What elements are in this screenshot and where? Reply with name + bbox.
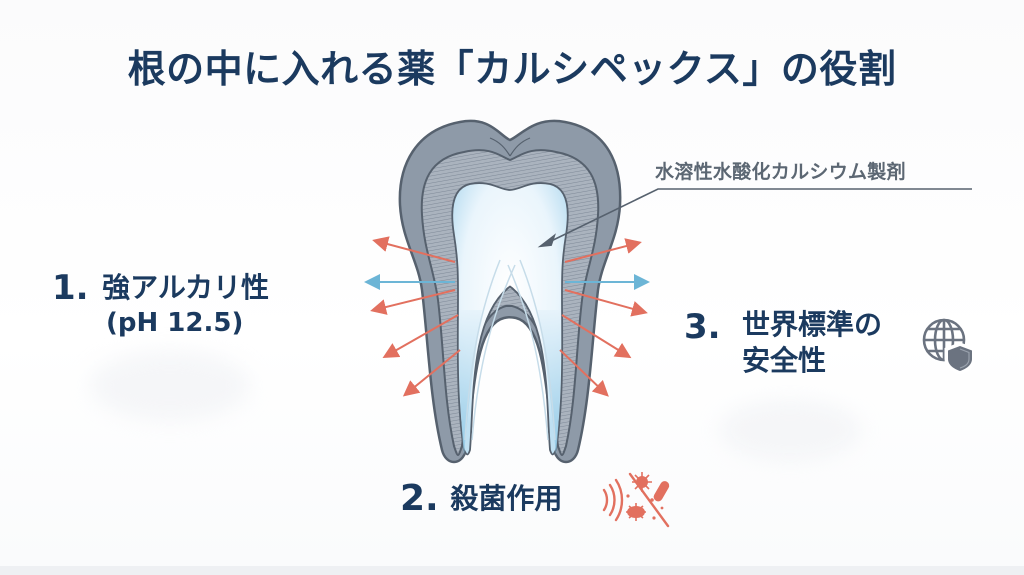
point-label-line2: 安全性: [742, 344, 827, 377]
diffusion-arrow: [561, 314, 632, 359]
diffusion-arrow: [564, 289, 648, 317]
background-smudge: [90, 350, 250, 420]
pulp-flow-lines: [464, 259, 556, 441]
point-label: 殺菌作用: [450, 481, 563, 515]
background-smudge: [720, 400, 860, 460]
diffusion-arrow: [402, 349, 461, 397]
point-label: 世界標準の 安全性: [742, 307, 882, 379]
page-title: 根の中に入れる薬「カルシペックス」の役割: [127, 47, 897, 91]
point-sublabel-ph: (pH 12.5): [106, 308, 244, 338]
diffusion-arrow: [372, 236, 456, 263]
point-number: 1.: [52, 268, 89, 308]
bacteria-blocked-icon: [602, 472, 670, 528]
point-label-line1: 世界標準の: [742, 308, 883, 341]
diffusion-arrow: [564, 238, 642, 263]
globe-shield-icon: [922, 318, 976, 374]
point-number: 3.: [684, 307, 721, 347]
point-label: 強アルカリ性: [102, 271, 270, 305]
callout-label: 水溶性水酸化カルシウム製剤: [655, 161, 906, 183]
tooth-diagram: [364, 119, 650, 464]
point-2-sterilization: 2. 殺菌作用: [400, 478, 562, 519]
point-1-alkaline: 1. 強アルカリ性 (pH 12.5): [52, 268, 270, 338]
occlusal-groove: [489, 137, 531, 157]
bottom-strip: [0, 566, 1024, 575]
diffusion-arrow: [559, 349, 609, 397]
diffusion-arrow: [370, 289, 456, 315]
point-number: 2.: [400, 478, 439, 519]
diffusion-arrow: [382, 314, 459, 358]
point-3-safety: 3. 世界標準の 安全性: [684, 307, 882, 377]
